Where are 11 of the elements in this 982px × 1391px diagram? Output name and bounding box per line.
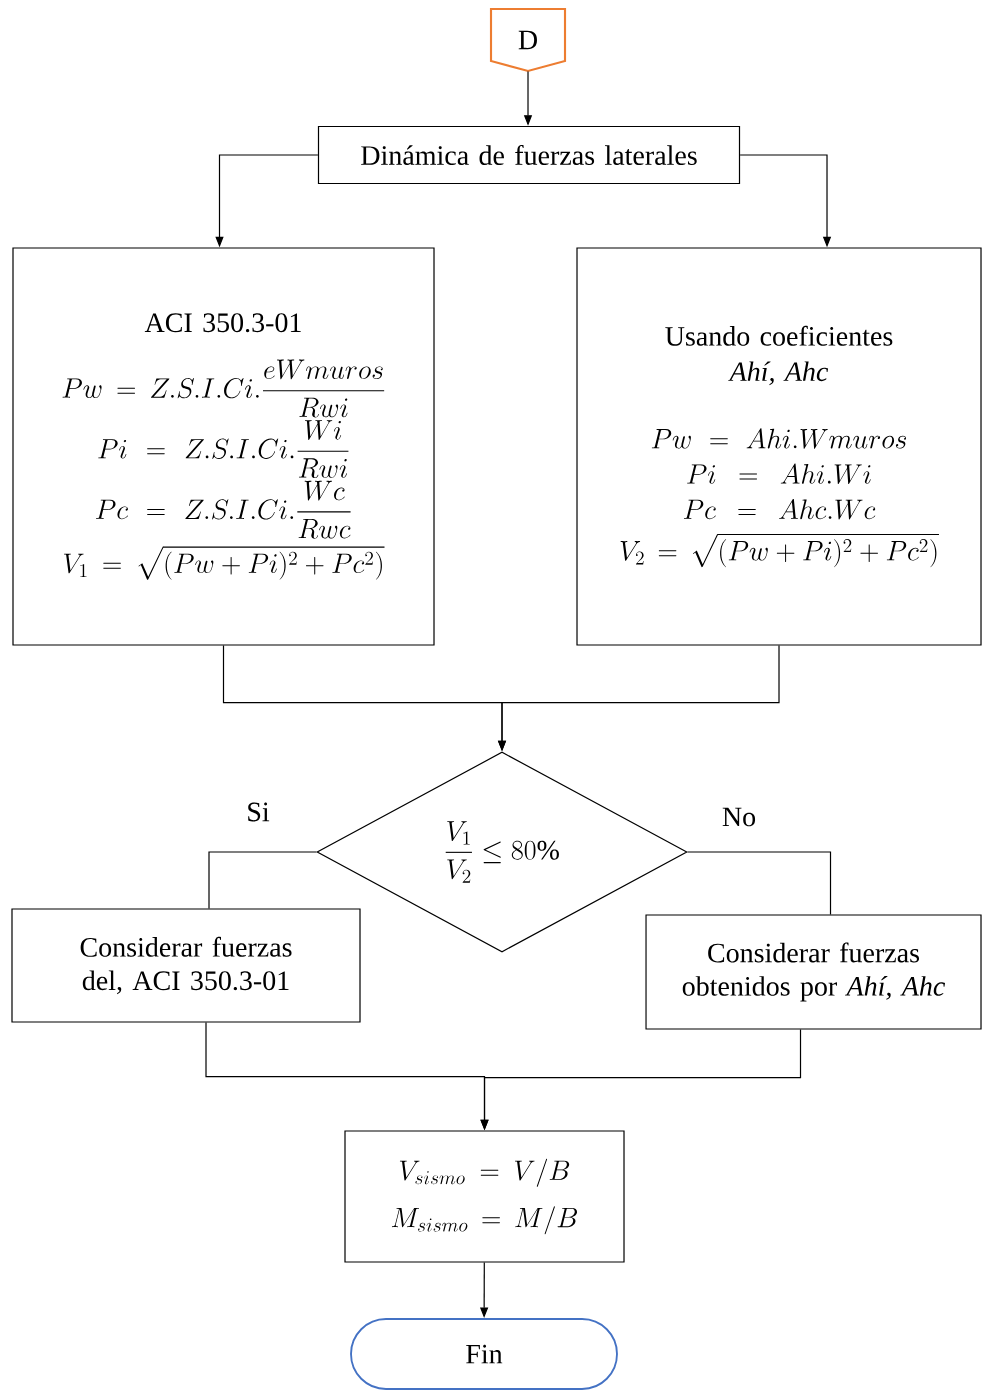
process-box: Dinámica de fuerzas laterales: [317, 125, 741, 185]
process-box: Considerar fuerzas obtenidos por Ahí, Ahc: [645, 914, 982, 1030]
process-box: Considerar fuerzas del, ACI 350.3-01: [11, 908, 361, 1023]
process-box: ACI 350.3-01 $Pw = Z.S.I.Ci.\frac{eWmuros}{Rwi}$ $Pi = Z.S.I.Ci.\frac{Wi}{Rwi}$ $Pc = Z.S.I.Ci.\frac{Wc}{Rwc}$ $V_1 = \sqrt{(Pw + Pi)^2 + Pc^2)}$: [12, 247, 435, 646]
connector-line: [208, 851, 317, 909]
offpage-connector: D: [489, 7, 567, 73]
process-box: Usando coeficientes Ahí, Ahc $Pw = Ahi.Wmuros$ $Pi = Ahi.Wi$ $Pc = Ahc.Wc$ $V_2 = \sqrt{(Pw + Pi)^2 + Pc^2)}$: [576, 247, 982, 646]
process-box: $V_{sismo} = V/B$ $M_{sismo} = M/B$: [344, 1130, 625, 1263]
edge-label: Si: [245, 801, 271, 823]
edge-label: No: [720, 806, 758, 828]
connector-line: [687, 851, 832, 915]
